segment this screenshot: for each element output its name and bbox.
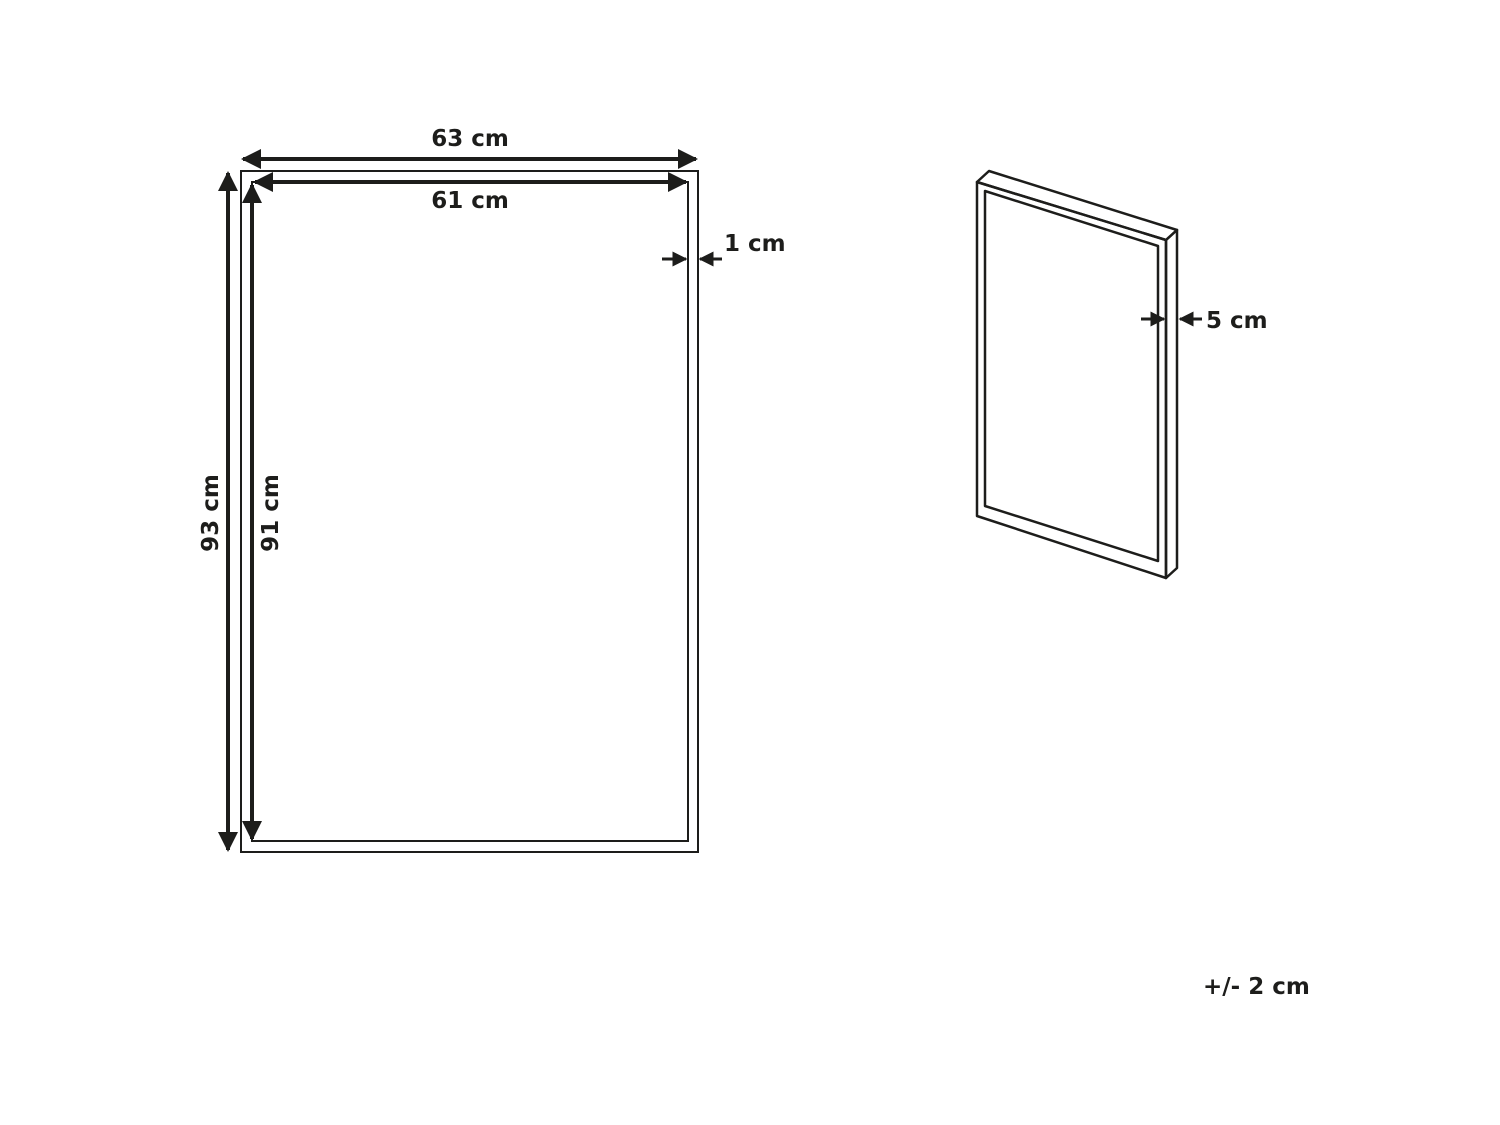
tolerance-label: +/- 2 cm: [1203, 974, 1310, 1000]
iso-side-face: [1164, 228, 1179, 580]
iso-inner-opening: [983, 189, 1160, 563]
depth-label: 5 cm: [1206, 308, 1268, 334]
inner-height-label: 91 cm: [258, 474, 284, 552]
front-view: 63 cm 61 cm 93 cm 91 cm 1 cm: [198, 126, 786, 853]
outer-width-label: 63 cm: [431, 126, 509, 152]
iso-front-face: [975, 180, 1168, 580]
side-view: [975, 169, 1202, 580]
inner-width-label: 61 cm: [431, 188, 509, 214]
outer-frame: [240, 170, 699, 853]
inner-frame: [251, 181, 689, 842]
border-label: 1 cm: [724, 231, 786, 257]
outer-height-label: 93 cm: [198, 474, 224, 552]
